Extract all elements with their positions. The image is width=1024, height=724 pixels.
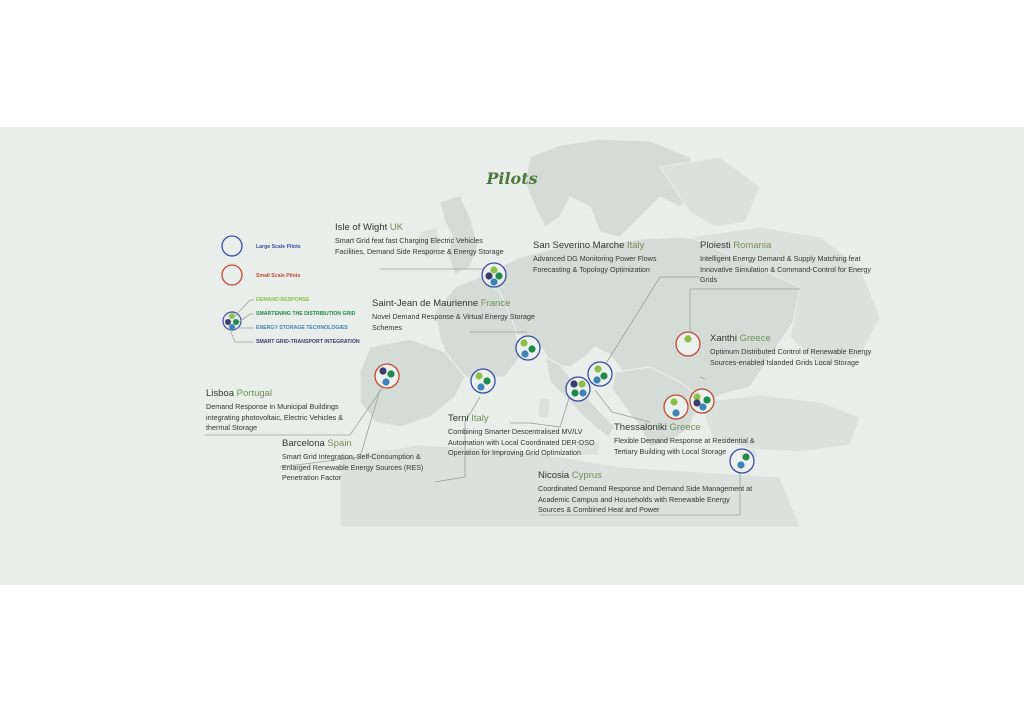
pilot-marker-thessaloniki: [663, 394, 689, 420]
pilot-desc: Combining Smarter Descentralised MV/LV A…: [448, 427, 595, 457]
pilot-label-nicosia: Nicosia Cyprus Coordinated Demand Respon…: [538, 469, 753, 516]
pilot-marker-saint-jean: [515, 335, 541, 361]
pilot-marker-isle-of-wight: [481, 262, 507, 288]
pilot-city: Saint-Jean de Maurienne: [372, 298, 479, 309]
pilot-country: Italy: [627, 240, 645, 251]
europe-map: [205, 138, 881, 528]
pilot-city: Xanthi: [710, 333, 737, 344]
legend-large-scale: Large Scale Pilots: [256, 244, 301, 250]
pilot-label-saint-jean: Saint-Jean de Maurienne France Novel Dem…: [372, 297, 562, 333]
legend-energy-storage: ENERGY STORAGE TECHNOLOGIES: [256, 325, 348, 331]
pilot-label-terni: Terni Italy Combining Smarter Descentral…: [448, 412, 618, 459]
pilot-desc: Advanced DG Monitoring Power Flows Forec…: [533, 254, 657, 274]
pilot-desc: Smart Grid Integration, Self-Consumption…: [282, 452, 424, 482]
pilot-desc: Flexible Demand Response at Residential …: [614, 436, 755, 456]
pilot-marker-barcelona: [374, 363, 400, 389]
pilot-country: Cyprus: [571, 470, 602, 481]
pilot-city: Nicosia: [538, 470, 570, 481]
legend-demand-response: DEMAND-RESPONSE: [256, 297, 310, 303]
pilot-marker-terni: [470, 368, 496, 394]
pilot-country: Portugal: [236, 388, 273, 399]
pilot-desc: Intelligent Energy Demand & Supply Match…: [700, 254, 871, 284]
pilot-marker-nicosia: [729, 448, 755, 474]
legend-small-scale: Small Scale Pilots: [256, 273, 301, 279]
pilot-country: UK: [389, 222, 404, 233]
pilot-desc: Demand Response in Municipal Buildings i…: [206, 402, 344, 432]
pilot-marker-xanthi: [689, 388, 715, 414]
pilot-country: Romania: [733, 240, 772, 251]
pilot-city: San Severino Marche: [533, 240, 625, 251]
pilot-label-lisboa: Lisboa Portugal Demand Response in Munic…: [206, 387, 361, 434]
pilot-city: Thessaloniki: [614, 422, 667, 433]
pilot-country: Greece: [669, 422, 701, 433]
pilot-country: Spain: [327, 438, 352, 449]
pilot-label-san-severino: San Severino Marche Italy Advanced DG Mo…: [533, 239, 683, 275]
small-scale-legend-icon: [221, 264, 243, 286]
pilot-label-ploiesti: Ploiesti Romania Intelligent Energy Dema…: [700, 239, 875, 286]
pilot-city: Isle of Wight: [335, 222, 388, 233]
pilot-label-thessaloniki: Thessaloniki Greece Flexible Demand Resp…: [614, 421, 779, 457]
pilot-label-xanthi: Xanthi Greece Optimum Distributed Contro…: [710, 332, 880, 368]
pilot-city: Terni: [448, 413, 469, 424]
page-title: Pilots: [486, 169, 538, 188]
pilot-label-isle-of-wight: Isle of Wight UK Smart Grid feat fast Ch…: [335, 221, 505, 257]
pilot-label-barcelona: Barcelona Spain Smart Grid Integration, …: [282, 437, 447, 484]
pilot-marker-san-severino-a: [565, 376, 591, 402]
pilot-desc: Smart Grid feat fast Charging Electric V…: [335, 236, 504, 256]
pilot-desc: Coordinated Demand Response and Demand S…: [538, 484, 753, 514]
pilot-city: Lisboa: [206, 388, 234, 399]
legend-transport-integration: SMART GRID-TRANSPORT INTEGRATION: [256, 339, 360, 345]
pilot-country: France: [480, 298, 511, 309]
map-panel: Pilots Large Scale Pilots Small Scale Pi…: [0, 127, 1024, 585]
pilot-marker-ploiesti: [675, 331, 701, 357]
pilot-marker-san-severino-b: [587, 361, 613, 387]
pilot-city: Ploiesti: [700, 240, 731, 251]
pilot-country: Italy: [471, 413, 489, 424]
pilot-country: Greece: [739, 333, 771, 344]
legend-smartening-grid: SMARTENING THE DISTRIBUTION GRID: [256, 311, 356, 317]
pilot-city: Barcelona: [282, 438, 325, 449]
pilot-desc: Optimum Distributed Control of Renewable…: [710, 347, 872, 367]
pilot-desc: Novel Demand Response & Virtual Energy S…: [372, 312, 535, 332]
large-scale-legend-icon: [221, 235, 243, 257]
